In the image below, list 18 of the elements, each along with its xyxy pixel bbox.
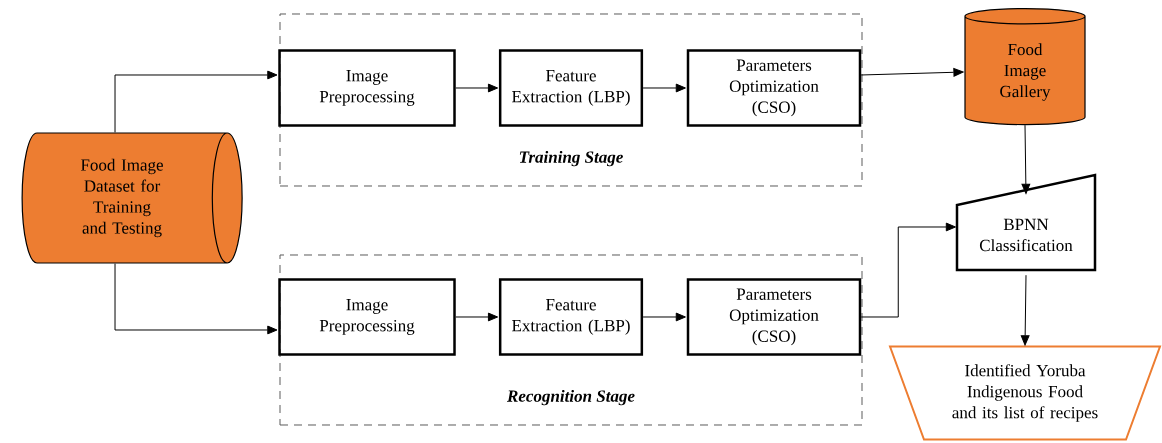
database-cylinder: Food Image Gallery <box>964 8 1086 126</box>
process-box: Feature Extraction (LBP) <box>498 49 644 127</box>
process-box: Feature Extraction (LBP) <box>498 278 644 356</box>
arrow <box>1021 124 1031 194</box>
arrow <box>114 70 278 133</box>
process-box: Parameters Optimization (CSO) <box>686 278 862 356</box>
arrow <box>860 222 956 318</box>
dataset-cylinder: Food Image Dataset for Training and Testing <box>21 132 243 264</box>
arrow <box>642 83 686 93</box>
arrow <box>114 263 278 335</box>
arrow <box>860 67 964 77</box>
process-box: Image Preprocessing <box>278 278 456 356</box>
arrow <box>1020 274 1030 346</box>
process-box: Parameters Optimization (CSO) <box>686 49 862 127</box>
process-box: Image Preprocessing <box>278 49 456 127</box>
arrow <box>455 83 499 93</box>
arrow <box>455 312 499 322</box>
arrow <box>642 312 686 322</box>
